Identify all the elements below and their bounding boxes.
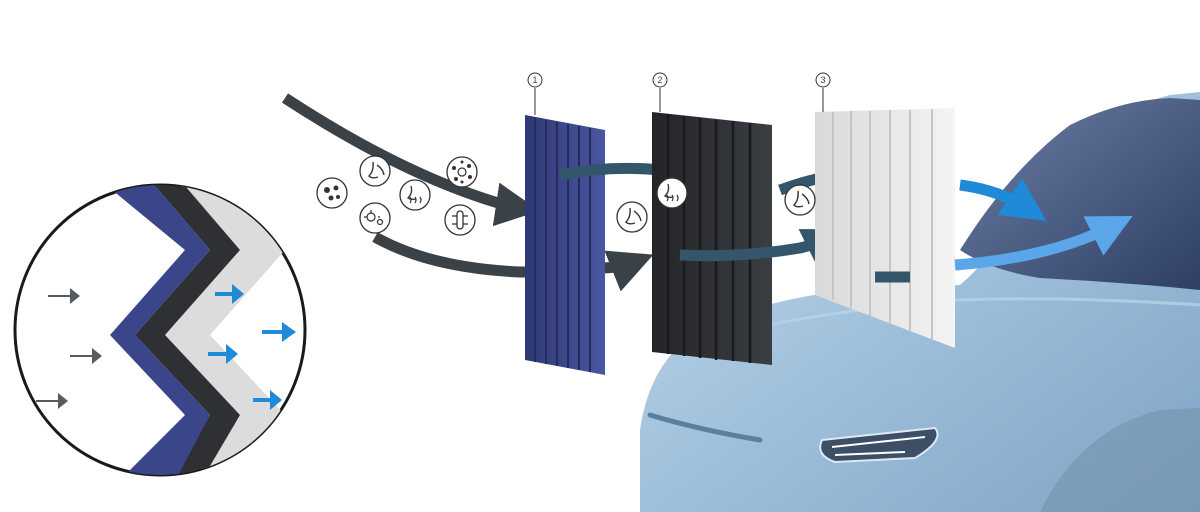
arrow-clean-1 xyxy=(215,284,244,304)
bacteria-icon xyxy=(316,177,348,209)
inset-arrows-clean xyxy=(208,284,296,410)
fumes-icon-after-filter-1 xyxy=(616,201,648,233)
filter-layer-2: 2 xyxy=(652,72,772,365)
car-hood-crease xyxy=(699,297,1200,342)
arrow-dirty-3 xyxy=(36,393,68,409)
filter-cross-section-inset xyxy=(13,183,307,477)
allergen-icon xyxy=(446,156,478,188)
clean-air-arrow-upper xyxy=(959,178,1047,221)
virus-icon xyxy=(444,204,476,236)
car-wheel-arch xyxy=(1040,408,1200,512)
odor-icon-after-filter-1 xyxy=(656,177,688,209)
filter-layer-3: 3 xyxy=(815,72,955,348)
step-number-1: 1 xyxy=(532,75,537,85)
car-grille-line xyxy=(647,412,763,443)
fumes-icon xyxy=(399,179,431,211)
germ-icon xyxy=(359,202,391,234)
inset-blue-layer xyxy=(100,185,210,475)
clean-air-arrow-lower xyxy=(954,216,1133,271)
odor-icon-after-filter-2 xyxy=(784,184,816,216)
car-windshield xyxy=(960,98,1200,290)
step-marker-1 xyxy=(527,72,543,88)
inset-arrows-dirty xyxy=(36,288,102,409)
pollutant-icons xyxy=(316,155,816,236)
clean-air-flows xyxy=(875,178,1133,283)
arrow-dirty-2 xyxy=(70,348,102,364)
arrow-dirty-1 xyxy=(48,288,80,304)
arrow-clean-2 xyxy=(262,322,296,342)
dirty-air-arrow-lower-out xyxy=(599,250,654,292)
inset-carbon-layer xyxy=(135,185,240,475)
inset-white-layer xyxy=(165,185,285,475)
step-marker-2 xyxy=(652,72,668,88)
step-number-3: 3 xyxy=(820,75,825,85)
step-number-2: 2 xyxy=(657,75,662,85)
arrow-clean-4 xyxy=(253,390,282,410)
arrow-clean-3 xyxy=(208,344,238,364)
dirty-air-arrow-lower xyxy=(372,232,540,278)
dirty-air-arrow-upper xyxy=(281,93,540,227)
odor-icon xyxy=(359,155,391,187)
step-marker-3 xyxy=(815,72,831,88)
filter-layer-1: 1 xyxy=(525,72,605,375)
